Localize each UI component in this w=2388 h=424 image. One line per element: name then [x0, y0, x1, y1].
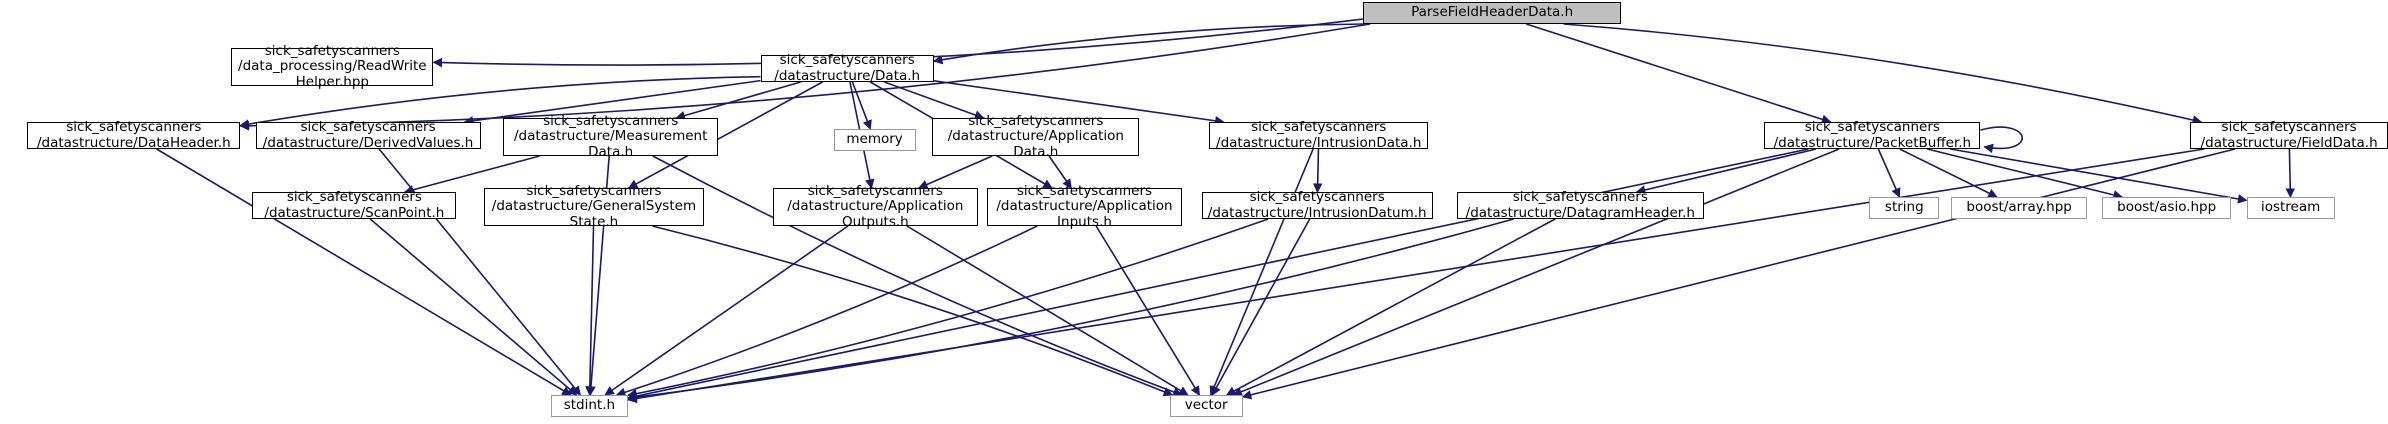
graph-node-datagramheader[interactable]: sick_safetyscanners /datastructure/Datag… [1457, 189, 1704, 221]
graph-edge-measurementdata-to-stdint [586, 155, 610, 396]
graph-node-applicationdata[interactable]: sick_safetyscanners /datastructure/Appli… [932, 113, 1140, 159]
graph-node-label: stdint.h [563, 397, 616, 414]
graph-node-generalsystemstate[interactable]: sick_safetyscanners /datastructure/Gener… [483, 183, 705, 229]
graph-node-intrusiondata[interactable]: sick_safetyscanners /datastructure/Intru… [1209, 119, 1429, 151]
graph-edge-fielddata-to-stdint [627, 148, 2205, 404]
graph-edge-packetbuffer-to-string [1877, 148, 1901, 198]
graph-edge-packetbuffer-to-stdint [627, 148, 1809, 401]
graph-edge-generalsystemstate-to-stdint [585, 225, 595, 396]
graph-node-data[interactable]: sick_safetyscanners /datastructure/Data.… [760, 52, 934, 84]
graph-edge-measurementdata-to-scanpoint [403, 155, 540, 195]
graph-node-fielddata[interactable]: sick_safetyscanners /datastructure/Field… [2190, 119, 2388, 151]
graph-edge-packetbuffer-to-boostarray [1899, 148, 1998, 198]
graph-node-scanpoint[interactable]: sick_safetyscanners /datastructure/ScanP… [252, 189, 457, 221]
graph-node-label: sick_safetyscanners /datastructure/Intru… [1207, 189, 1427, 221]
graph-edge-packetbuffer-to-packetbuffer [1980, 126, 2023, 154]
graph-node-label: string [1884, 199, 1924, 216]
graph-edge-dataheader-to-stdint [156, 148, 572, 396]
graph-node-readwritehelper[interactable]: sick_safetyscanners /data_processing/Rea… [231, 43, 434, 89]
graph-edge-measurementdata-to-vector [652, 155, 1183, 397]
graph-node-derivedvalues[interactable]: sick_safetyscanners /datastructure/Deriv… [255, 119, 481, 151]
graph-edge-data-to-intrusiondata [933, 80, 1225, 126]
graph-edge-applicationinputs-to-vector [1095, 225, 1201, 396]
graph-edge-data-to-derivedvalues [463, 79, 761, 126]
graph-edge-scanpoint-to-stdint [369, 218, 578, 396]
graph-edge-intrusiondatum-to-stdint [627, 218, 1269, 399]
graph-node-applicationoutputs[interactable]: sick_safetyscanners /datastructure/Appli… [772, 183, 978, 229]
graph-node-root[interactable]: ParseFieldHeaderData.h [1362, 2, 1622, 24]
graph-node-label: vector [1184, 397, 1228, 414]
graph-edge-applicationoutputs-to-stdint [604, 225, 849, 396]
graph-edge-fielddata-to-iostream [2285, 148, 2296, 198]
graph-edge-datagramheader-to-stdint [627, 218, 1514, 402]
graph-node-boostarray[interactable]: boost/array.hpp [1951, 197, 2087, 219]
graph-node-packetbuffer[interactable]: sick_safetyscanners /datastructure/Packe… [1764, 119, 1981, 151]
graph-edge-packetbuffer-to-datagramheader [1635, 148, 1817, 195]
graph-edge-intrusiondata-to-vector [1209, 148, 1314, 396]
graph-edge-root-to-fielddata [1563, 23, 2203, 125]
graph-node-label: ParseFieldHeaderData.h [1411, 4, 1574, 21]
graph-node-label: sick_safetyscanners /datastructure/Appli… [787, 182, 964, 230]
graph-node-label: sick_safetyscanners /datastructure/Datag… [1465, 189, 1695, 221]
graph-node-label: sick_safetyscanners /datastructure/Gener… [491, 182, 697, 230]
graph-node-label: sick_safetyscanners /datastructure/Data.… [774, 52, 921, 84]
graph-node-label: sick_safetyscanners /datastructure/Packe… [1773, 119, 1972, 151]
graph-node-label: sick_safetyscanners /data_processing/Rea… [238, 42, 427, 90]
graph-node-label: sick_safetyscanners /datastructure/Field… [2200, 119, 2378, 151]
graph-edge-root-to-packetbuffer [1526, 23, 1832, 124]
graph-node-label: sick_safetyscanners /datastructure/Appli… [996, 182, 1173, 230]
graph-node-label: sick_safetyscanners /datastructure/ScanP… [264, 189, 445, 221]
graph-node-memory[interactable]: memory [833, 129, 916, 151]
graph-edge-intrusiondatum-to-vector [1211, 218, 1311, 396]
graph-edge-data-to-dataheader [239, 75, 761, 129]
graph-edge-data-to-measurementdata [675, 81, 801, 121]
graph-node-label: sick_safetyscanners /datastructure/Intru… [1216, 119, 1422, 151]
graph-edge-datagramheader-to-vector [1225, 218, 1556, 396]
graph-edge-intrusiondata-to-intrusiondatum [1312, 148, 1323, 193]
graph-edge-root-to-dataheader [239, 23, 1371, 131]
graph-node-label: sick_safetyscanners /datastructure/Deriv… [262, 119, 474, 151]
graph-edge-applicationinputs-to-stdint [615, 225, 1038, 397]
graph-node-intrusiondatum[interactable]: sick_safetyscanners /datastructure/Intru… [1201, 189, 1433, 221]
graph-node-label: boost/array.hpp [1966, 199, 2072, 216]
graph-edge-packetbuffer-to-vector [1232, 148, 1840, 397]
graph-node-label: sick_safetyscanners /datastructure/Appli… [947, 112, 1124, 160]
graph-node-label: sick_safetyscanners /datastructure/Measu… [513, 112, 708, 160]
graph-node-string[interactable]: string [1869, 197, 1940, 219]
graph-edge-applicationdata-to-applicationinputs [1048, 155, 1072, 189]
graph-edge-data-to-generalsystemstate [627, 81, 823, 189]
graph-edge-applicationoutputs-to-vector [906, 225, 1189, 396]
graph-edge-fielddata-to-vector [1241, 148, 2236, 400]
graph-edge-data-to-applicationdata [884, 81, 985, 120]
graph-edge-root-to-data [932, 23, 1365, 65]
graph-node-label: memory [846, 131, 903, 148]
graph-edge-derivedvalues-to-stdint [378, 148, 582, 396]
graph-node-applicationinputs[interactable]: sick_safetyscanners /datastructure/Appli… [987, 183, 1182, 229]
graph-node-stdint[interactable]: stdint.h [550, 395, 629, 417]
graph-node-dataheader[interactable]: sick_safetyscanners /datastructure/DataH… [27, 119, 241, 151]
graph-node-measurementdata[interactable]: sick_safetyscanners /datastructure/Measu… [503, 113, 718, 159]
graph-edge-applicationdata-to-applicationoutputs [918, 155, 993, 189]
graph-edge-generalsystemstate-to-vector [652, 225, 1174, 397]
graph-edge-packetbuffer-to-iostream [1950, 148, 2248, 204]
graph-node-iostream[interactable]: iostream [2246, 197, 2335, 219]
graph-node-boostasio[interactable]: boost/asio.hpp [2102, 197, 2232, 219]
graph-node-label: iostream [2260, 199, 2321, 216]
graph-edge-data-to-memory [851, 81, 872, 130]
graph-node-label: boost/asio.hpp [2117, 199, 2217, 216]
graph-node-label: sick_safetyscanners /datastructure/DataH… [36, 119, 231, 151]
graph-edge-packetbuffer-to-boostasio [1926, 148, 2123, 200]
graph-node-vector[interactable]: vector [1169, 395, 1243, 417]
